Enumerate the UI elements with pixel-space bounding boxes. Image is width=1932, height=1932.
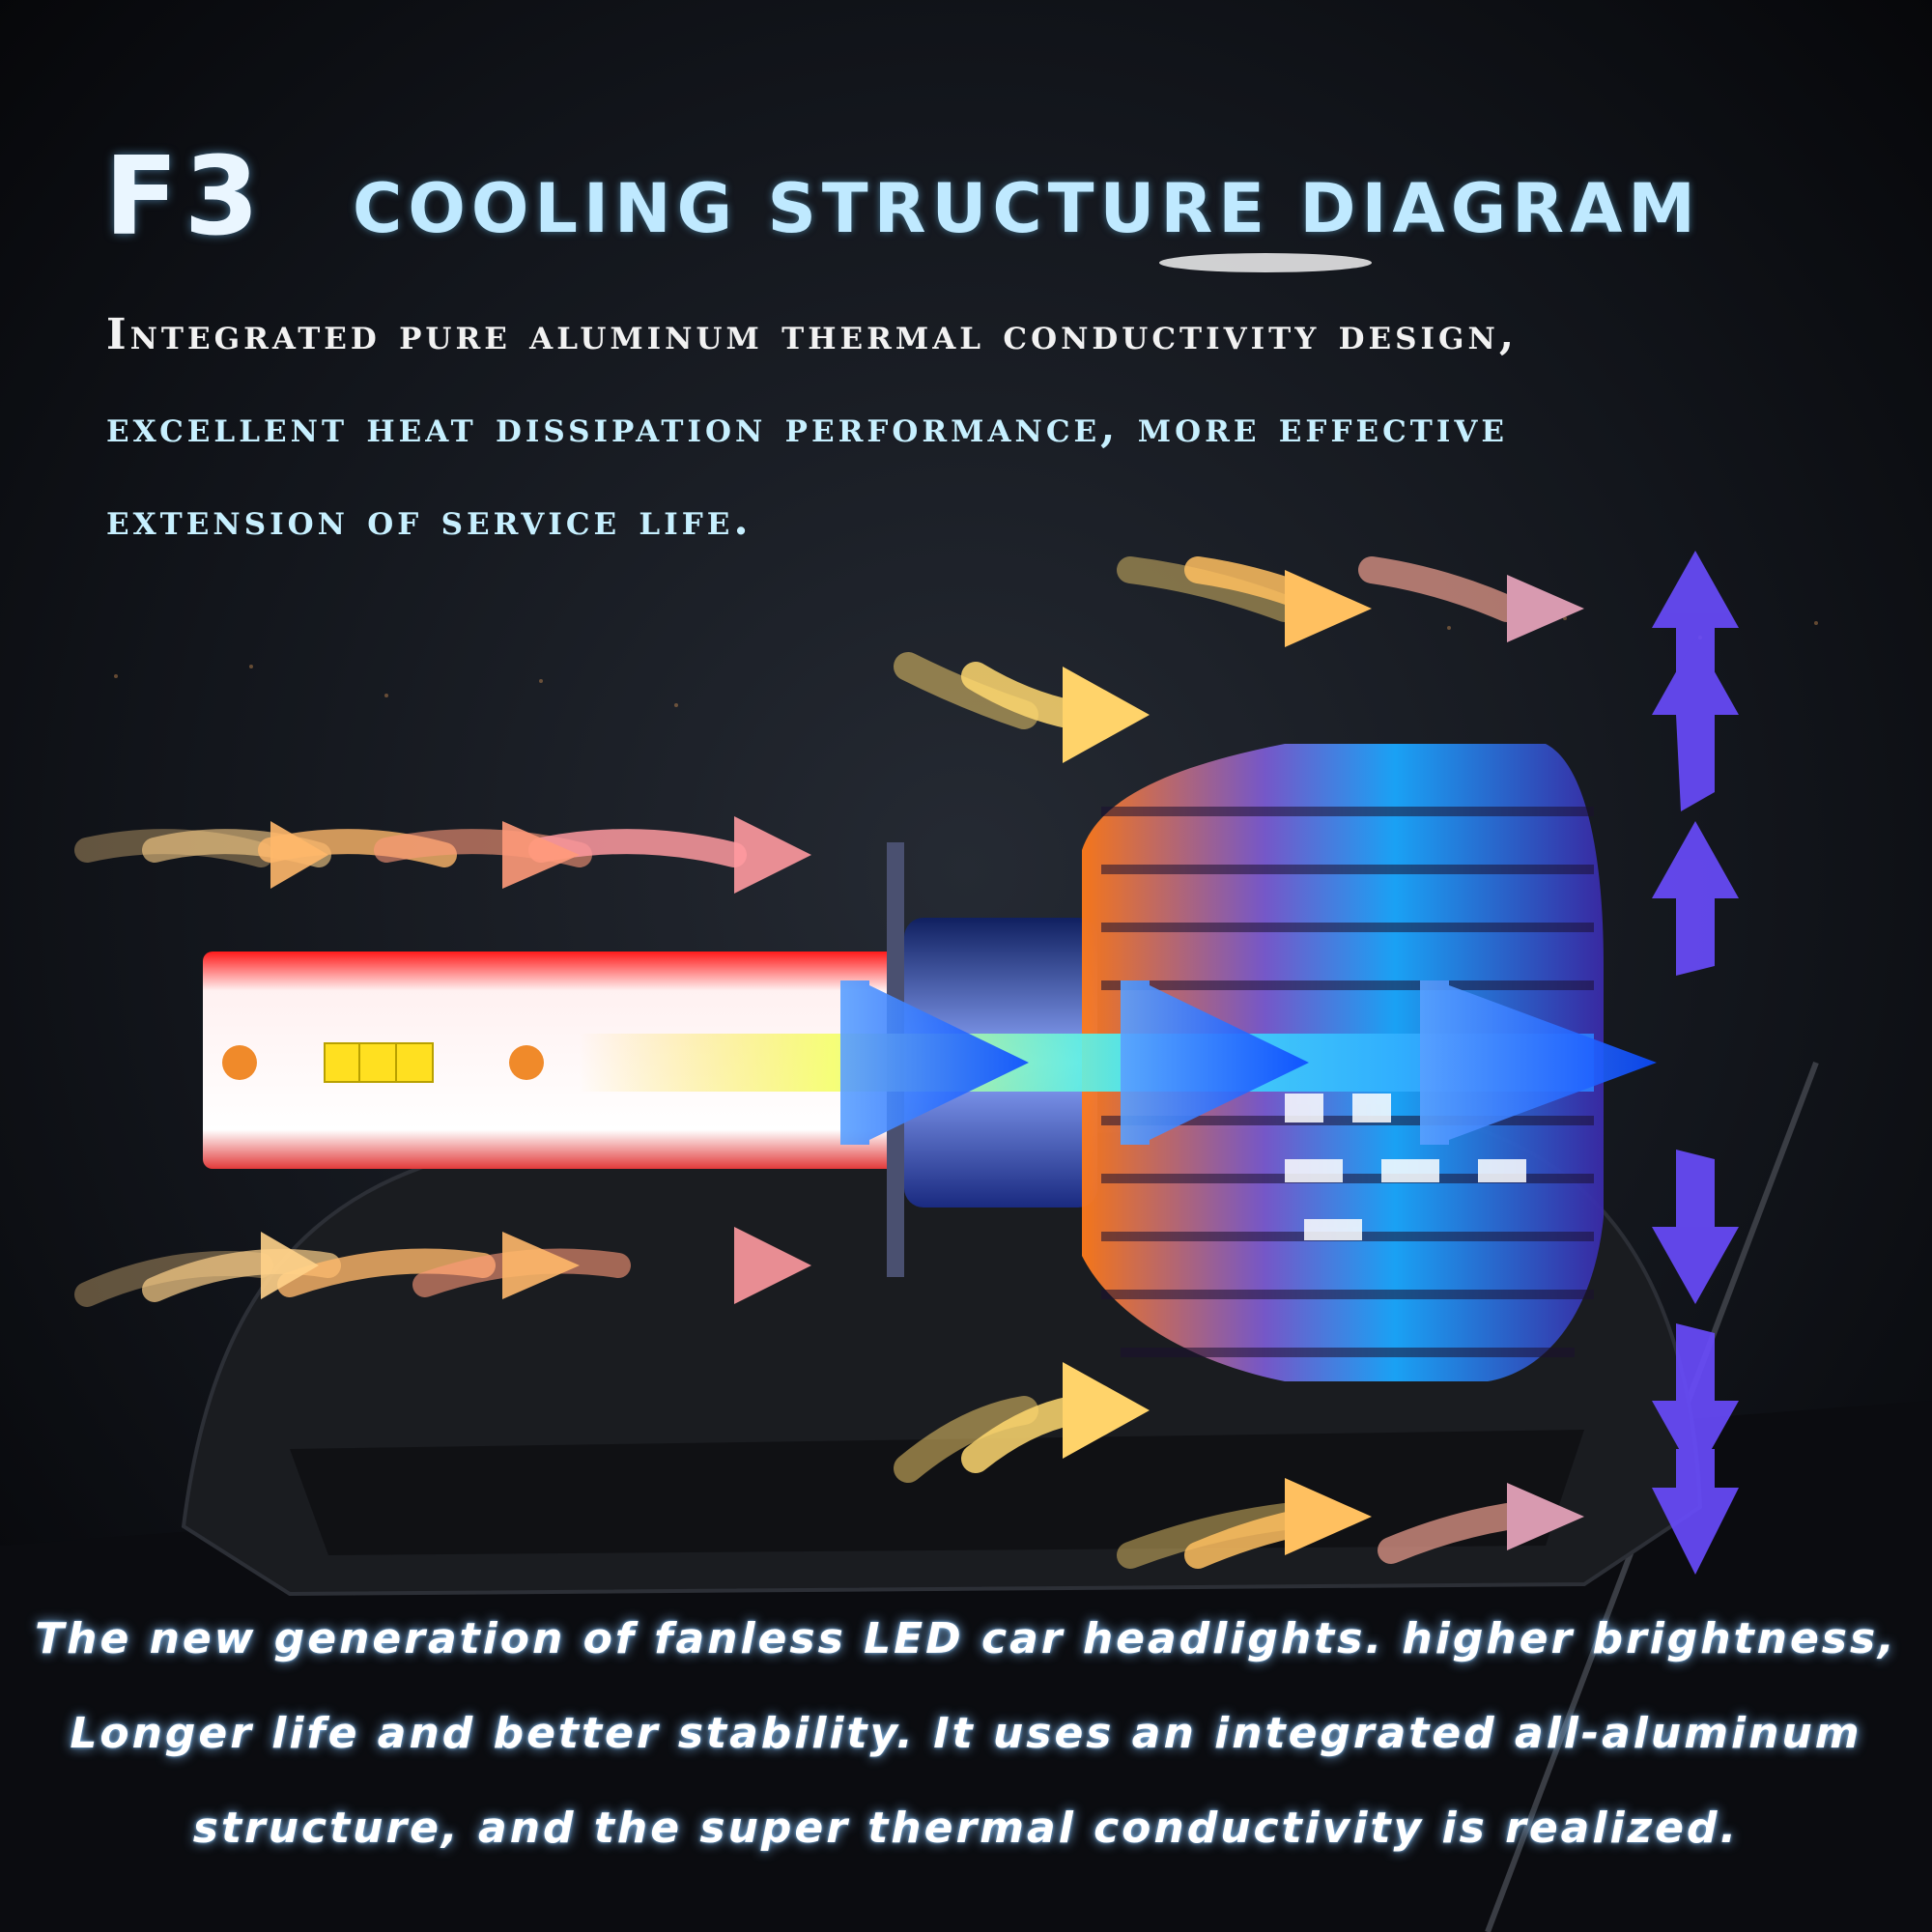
led-pad-right [509,1045,544,1080]
exhaust-arrows-down [1652,1150,1739,1575]
intro-line-1: Integrated pure aluminum thermal conduct… [106,310,1519,359]
heat-arrow-1 [840,980,1029,1145]
heatsink-highlights [1285,1094,1526,1240]
header-line-flare [1159,253,1372,272]
exhaust-arrows-up [1652,551,1739,976]
airflow-arrows-left-bottom [74,1227,811,1307]
intro-line-2: excellent heat dissipation performance, … [106,403,1509,452]
airflow-arrowhead [734,816,811,894]
description-line-3: structure, and the super thermal conduct… [192,1804,1740,1853]
airflow-arrows-upper [894,556,1584,763]
airflow-arrows-left-top [74,816,811,894]
heat-flow-arrows [840,980,1657,1145]
intro-line-3: extension of service life. [106,496,753,545]
led-chip [324,1042,434,1083]
description-line-2: Longer life and better stability. It use… [70,1709,1862,1758]
brand-logo: F3 [104,134,266,260]
pcb-board [203,952,898,1169]
page-title: COOLING STRUCTURE DIAGRAM [353,169,1701,248]
heat-arrow-2 [1121,980,1309,1145]
led-pad-left [222,1045,257,1080]
heat-arrow-3 [1420,980,1657,1145]
airflow-arrows-lower [894,1362,1584,1569]
description-line-1: The new generation of fanless LED car he… [35,1614,1897,1663]
led-chip-board [203,952,898,1169]
